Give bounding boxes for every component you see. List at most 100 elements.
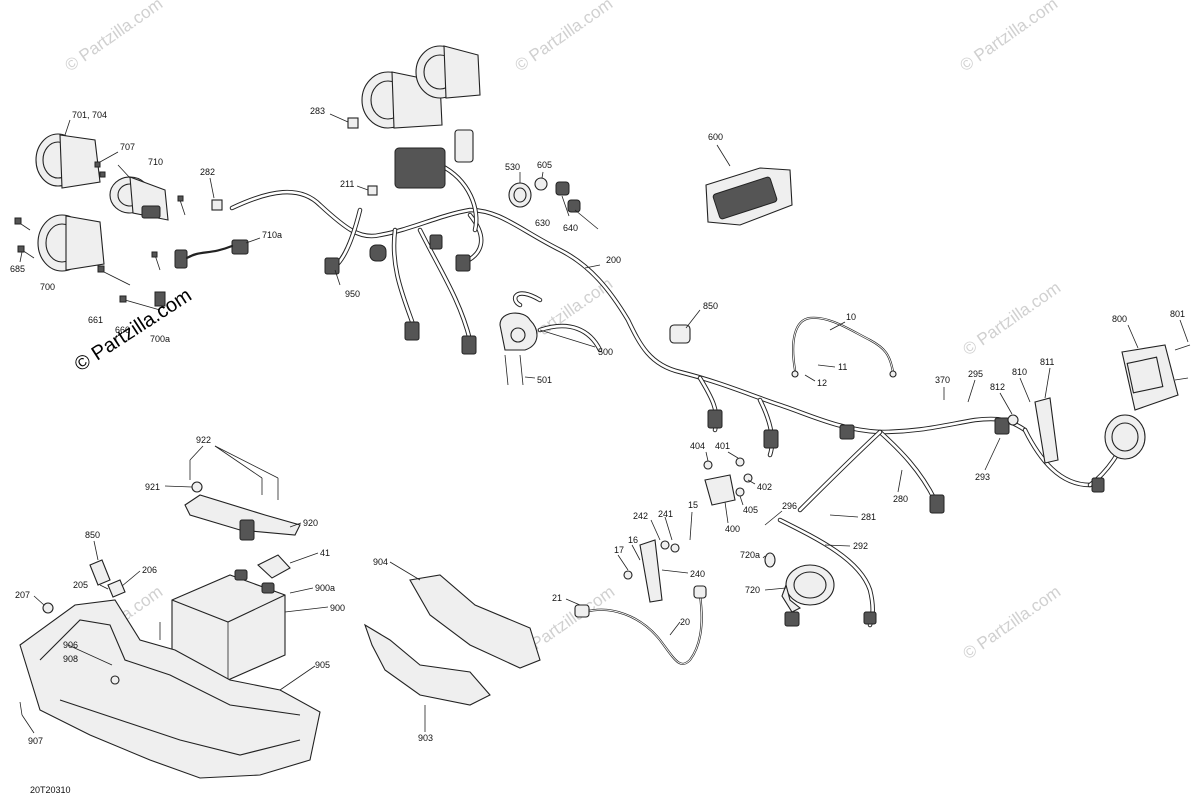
headlight-assembly-center — [347, 45, 481, 262]
part-label: 950 — [345, 289, 360, 299]
watermark: © Partzilla.com — [956, 0, 1061, 75]
lamp-810 — [1007, 397, 1146, 464]
jumper-wire-10 — [791, 316, 897, 378]
watermark: © Partzilla.com — [959, 278, 1064, 359]
drawing-code: 20T20310 — [30, 785, 71, 795]
harness-connector — [461, 335, 477, 355]
watermark: © Partzilla.com — [511, 0, 616, 75]
part-label: 700 — [40, 282, 55, 292]
callout-leaders — [19, 113, 1189, 734]
harness-connector — [455, 254, 471, 272]
bracket-240 — [623, 539, 680, 603]
part-label: 903 — [418, 733, 433, 743]
part-label: 710 — [148, 157, 163, 167]
part-label: 11 — [838, 362, 847, 372]
harness-connector — [839, 424, 855, 440]
part-label: 600 — [708, 132, 723, 142]
harness-connector — [707, 409, 723, 429]
part-label: 207 — [15, 590, 30, 600]
part-label: 710a — [262, 230, 282, 240]
part-label: 206 — [142, 565, 157, 575]
part-label: 920 — [303, 518, 318, 528]
part-label: 10 — [846, 312, 856, 322]
harness-connector — [863, 611, 877, 625]
part-label: 900a — [315, 583, 335, 593]
battery-tray-905 — [19, 599, 321, 779]
harness-connector — [929, 494, 945, 514]
part-label: 404 — [690, 441, 705, 451]
part-label: 707 — [120, 142, 135, 152]
part-label: 280 — [893, 494, 908, 504]
part-label: 700a — [150, 334, 170, 344]
harness-connector — [763, 429, 779, 449]
part-label: 242 — [633, 511, 648, 521]
part-label: 850 — [85, 530, 100, 540]
part-label: 907 — [28, 736, 43, 746]
part-label: 701, 704 — [72, 110, 107, 120]
part-label: 850 — [703, 301, 718, 311]
fuse-holder-850 — [89, 559, 126, 598]
part-label: 400 — [725, 524, 740, 534]
part-label: 20 — [680, 617, 690, 627]
harness-connector — [994, 417, 1010, 435]
part-label: 811 — [1040, 357, 1054, 367]
partzilla-watermark: © Partzilla.com — [71, 284, 196, 376]
part-label: 810 — [1012, 367, 1027, 377]
control-module-600 — [705, 167, 793, 226]
part-label: 240 — [690, 569, 705, 579]
part-label: 370 — [935, 375, 950, 385]
watermark-layer: © Partzilla.com © Partzilla.com © Partzi… — [61, 0, 1064, 663]
part-label: 405 — [743, 505, 758, 515]
switch-group-530 — [508, 177, 581, 213]
part-label: 685 — [10, 264, 25, 274]
part-label: 921 — [145, 482, 160, 492]
harness-connector — [404, 321, 420, 341]
part-label: 660 — [115, 325, 130, 335]
part-label: 15 — [688, 500, 698, 510]
watermark: © Partzilla.com — [61, 0, 166, 75]
guard-904 — [409, 574, 541, 669]
part-label: 906 — [63, 640, 78, 650]
part-label: 812 — [990, 382, 1005, 392]
part-label: 241 — [658, 509, 673, 519]
part-label: 296 — [782, 501, 797, 511]
battery-bracket-920 — [184, 460, 301, 541]
part-label: 900 — [330, 603, 345, 613]
part-label: 661 — [88, 315, 103, 325]
part-label: 200 — [606, 255, 621, 265]
part-label: 17 — [614, 545, 624, 555]
part-label: 720 — [745, 585, 760, 595]
part-label: 801 — [1170, 309, 1185, 319]
harness-connector — [1091, 477, 1105, 493]
watermark: © Partzilla.com — [959, 582, 1064, 663]
part-label: 283 — [310, 106, 325, 116]
battery-cable-20 — [574, 585, 707, 665]
control-module-800 — [1121, 344, 1191, 411]
relay-400 — [703, 457, 753, 506]
part-label: 640 — [563, 223, 578, 233]
part-label: 281 — [861, 512, 876, 522]
part-label: 908 — [63, 654, 78, 664]
part-label: 21 — [552, 593, 562, 603]
main-wiring-harness — [229, 162, 1128, 628]
part-label: 905 — [315, 660, 330, 670]
part-label: 530 — [505, 162, 520, 172]
part-label: 904 — [373, 557, 388, 567]
guard-903 — [363, 623, 491, 706]
grommet-850 — [669, 324, 691, 344]
part-label: 41 — [320, 548, 330, 558]
part-label: 401 — [715, 441, 730, 451]
harness-connector — [429, 234, 443, 250]
lamp-720 — [764, 552, 835, 627]
part-label: 205 — [73, 580, 88, 590]
part-label: 922 — [196, 435, 211, 445]
part-label: 800 — [1112, 314, 1127, 324]
part-label: 211 — [340, 179, 354, 189]
callout-labels: 701, 704 707 710 282 283 211 710a 685 70… — [10, 106, 1185, 795]
part-label: 282 — [200, 167, 215, 177]
part-label: 630 — [535, 218, 550, 228]
part-label: 293 — [975, 472, 990, 482]
part-label: 605 — [537, 160, 552, 170]
part-label: 500 — [598, 347, 613, 357]
